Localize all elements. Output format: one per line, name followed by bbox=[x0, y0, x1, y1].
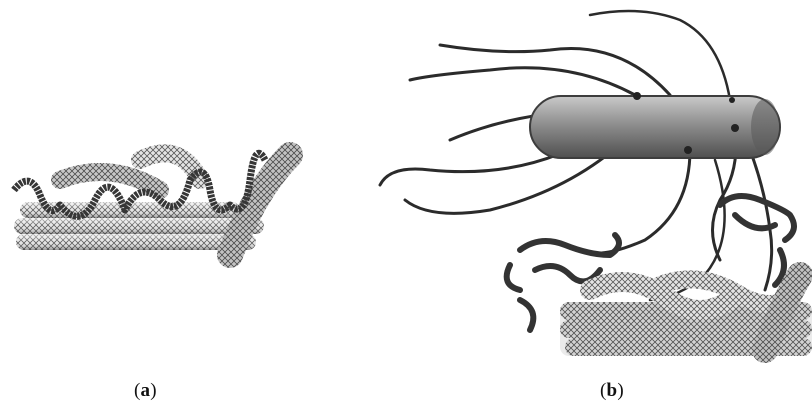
bacterium-body bbox=[530, 92, 780, 158]
caption-b-label: b bbox=[607, 380, 618, 401]
panel-a-image bbox=[0, 120, 310, 280]
caption-a-label: a bbox=[141, 380, 151, 401]
nanotube-bundle-a-icon bbox=[0, 120, 310, 280]
panel-b-image bbox=[370, 0, 812, 370]
caption-b: (b) bbox=[600, 380, 624, 402]
caption-a: (a) bbox=[134, 380, 157, 402]
bacterium-scene-b-icon bbox=[370, 0, 812, 370]
